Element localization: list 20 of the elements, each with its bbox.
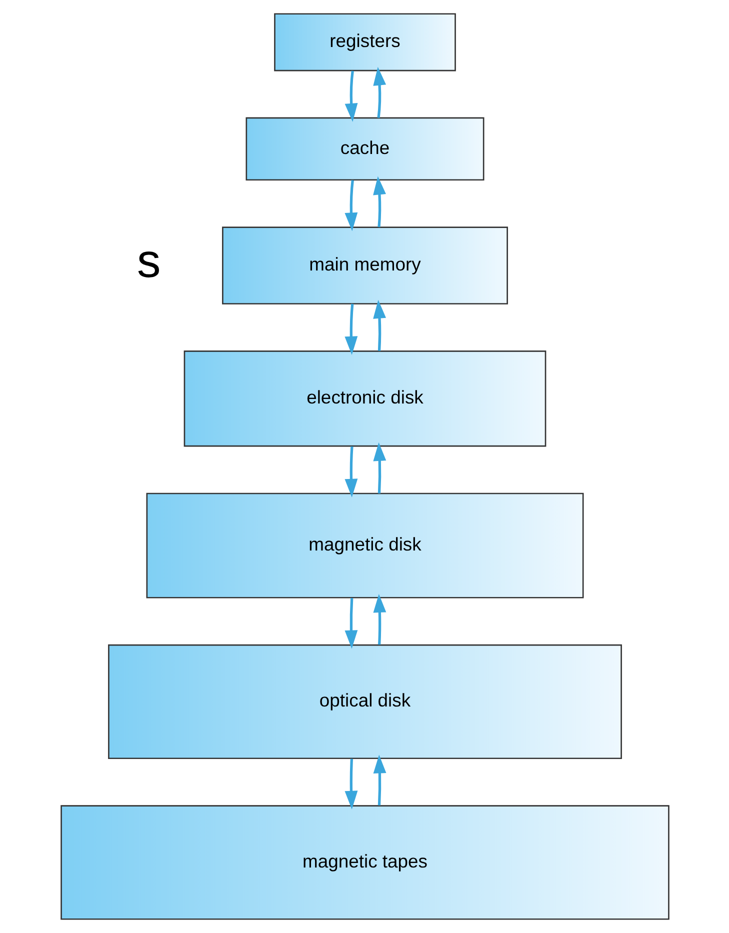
node-box: magnetic tapes [60, 805, 669, 920]
arrow [372, 300, 386, 351]
arrow [344, 446, 358, 498]
arrow [344, 598, 358, 649]
node-box: electronic disk [183, 350, 546, 447]
arrow [372, 594, 386, 645]
node-box: magnetic disk [146, 492, 584, 598]
node-box: main memory [222, 226, 508, 304]
arrow [344, 758, 358, 810]
arrow [344, 70, 358, 122]
label: s [136, 235, 160, 288]
arrow [344, 180, 358, 232]
arrow [372, 754, 386, 806]
arrow [372, 442, 386, 494]
node-box: registers [274, 13, 456, 72]
arrow [344, 304, 358, 355]
node-box: optical disk [108, 644, 622, 760]
arrow [372, 66, 386, 118]
arrow [372, 176, 386, 228]
node-box: cache [245, 117, 484, 181]
